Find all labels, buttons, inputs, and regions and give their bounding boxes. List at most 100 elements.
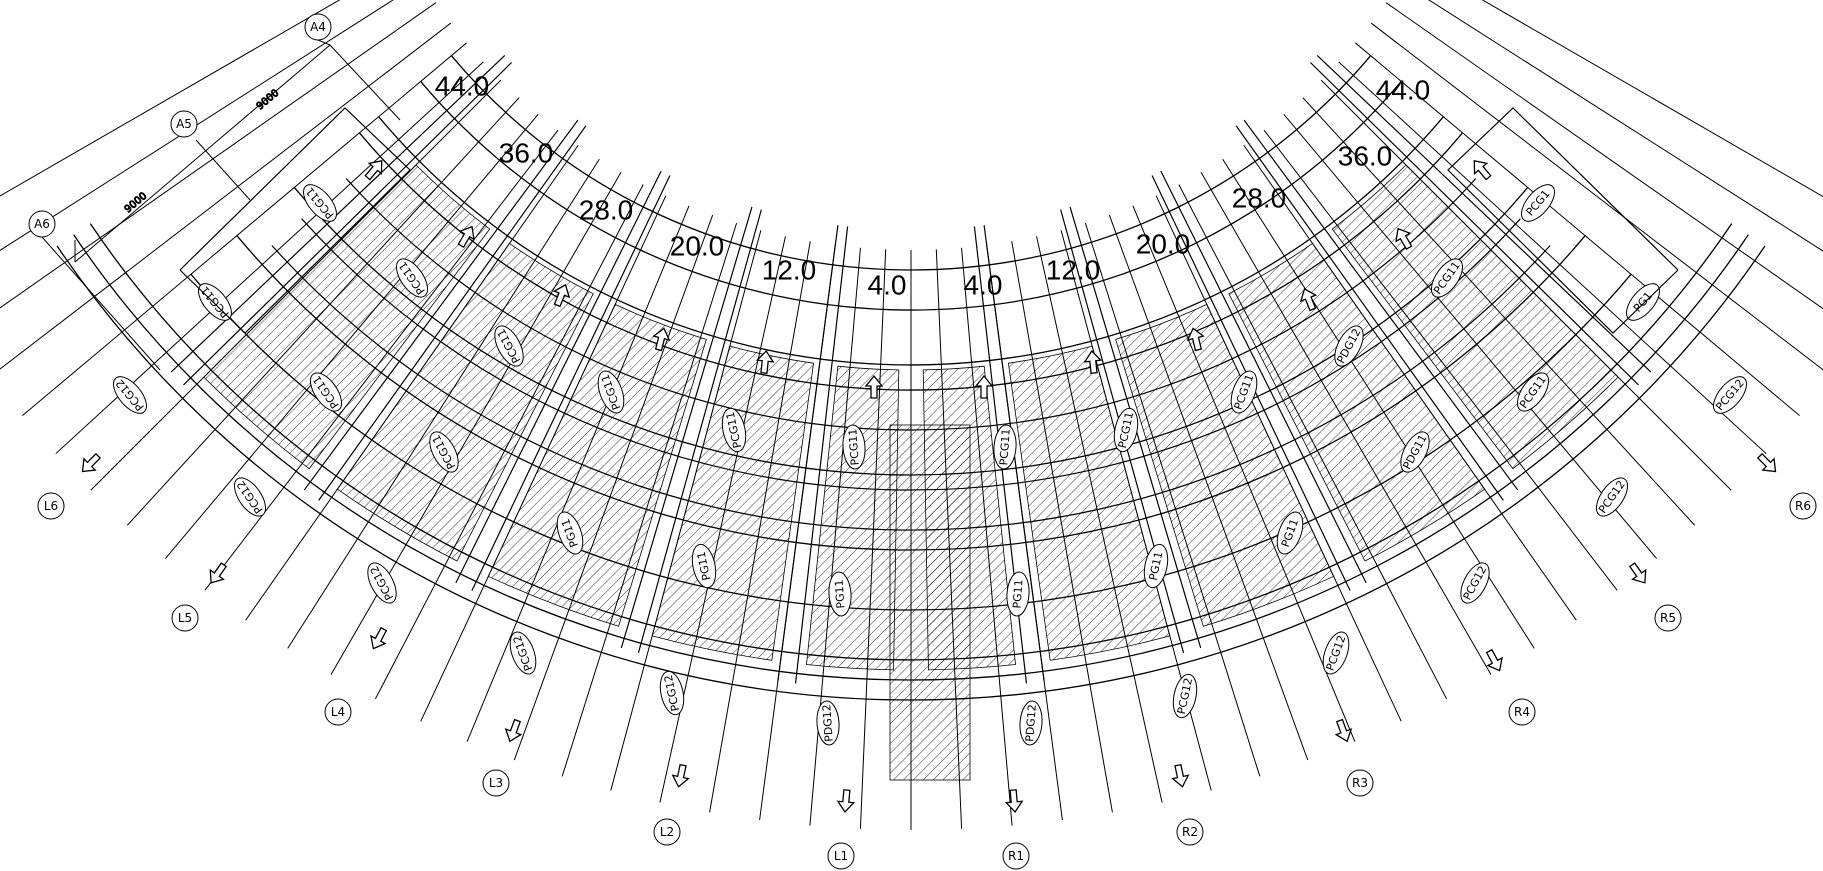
radial-gridline xyxy=(466,205,690,742)
down-arrow-icon xyxy=(1334,718,1353,743)
up-arrow-icon xyxy=(1473,160,1492,181)
radial-gridline xyxy=(0,2,437,309)
dimension-label: 9000 xyxy=(255,88,282,113)
axis-value-label: 28.0 xyxy=(1232,182,1287,213)
member-tag: PCG12 xyxy=(1172,673,1198,719)
up-arrow-icon xyxy=(552,283,571,308)
up-arrow-icon xyxy=(1083,350,1103,374)
up-arrow-icon xyxy=(755,350,775,374)
member-tag: PG11 xyxy=(1276,511,1304,555)
grid-bubble-label: A5 xyxy=(176,117,192,131)
grid-bubble: A6 xyxy=(28,210,56,238)
parapet-box xyxy=(179,107,1679,334)
down-arrow-icon xyxy=(1485,648,1503,672)
axis-value-label: 20.0 xyxy=(670,230,725,261)
grid-bubble: A4 xyxy=(304,13,332,41)
grid-bubble: R1 xyxy=(1002,842,1030,870)
member-tag: PCG12 xyxy=(233,477,267,517)
up-arrow-icon xyxy=(364,160,383,181)
member-tag: PG11 xyxy=(691,543,717,589)
beam-line xyxy=(455,170,662,584)
grid-bubble-label: R6 xyxy=(1795,499,1811,513)
member-tags: PCG11PCG11PCG12PCG11PCG11PCG12PCG11PCG11… xyxy=(113,184,1747,746)
radial-gridline xyxy=(245,144,579,621)
member-tag: PG11 xyxy=(1006,571,1030,617)
dimension-label: 9000 xyxy=(123,191,150,216)
grid-bubble-label: L3 xyxy=(489,776,503,790)
member-tag: PCG12 xyxy=(1713,376,1747,414)
grid-bubble: R5 xyxy=(1654,604,1682,632)
up-arrow-icon xyxy=(457,225,475,249)
down-arrow-icon xyxy=(1004,789,1024,813)
beam-line xyxy=(183,62,513,386)
radial-gridline xyxy=(1200,172,1492,675)
down-arrow-icon xyxy=(836,789,856,813)
beam-line xyxy=(471,175,671,591)
grid-bubble-label: A6 xyxy=(34,217,50,231)
grid-bubble: L1 xyxy=(827,842,855,870)
member-tag-label: PG11 xyxy=(1010,579,1025,609)
axis-value-label: 36.0 xyxy=(499,137,554,168)
member-tag: PCG12 xyxy=(509,631,537,675)
member-tag-label: PG11 xyxy=(695,550,714,581)
member-tag: PG11 xyxy=(828,571,852,617)
axis-value-label: 12.0 xyxy=(762,254,817,285)
axis-value-label: 28.0 xyxy=(579,194,634,225)
hatched-slab xyxy=(889,424,971,781)
grid-bubble: L6 xyxy=(37,492,65,520)
radial-gridline xyxy=(1338,61,1767,455)
radial-gridline xyxy=(561,223,738,777)
radial-gridline xyxy=(0,0,341,197)
member-tag: PDG12 xyxy=(1019,700,1043,746)
radial-gridline xyxy=(513,214,714,761)
up-arrow-icon xyxy=(1395,227,1413,251)
down-arrow-icon xyxy=(1628,562,1647,584)
radial-gridline xyxy=(1354,42,1800,417)
beam-line xyxy=(1235,125,1504,501)
beam-line xyxy=(1243,119,1519,491)
member-tag-label: PG11 xyxy=(832,579,847,609)
grid-bubble-label: R2 xyxy=(1182,825,1198,839)
arc-line xyxy=(450,55,1372,271)
radial-gridline xyxy=(859,249,887,829)
down-arrow-icon xyxy=(1756,452,1777,473)
down-arrow-icon xyxy=(209,562,228,584)
radial-gridline xyxy=(1263,129,1618,591)
radial-gridline xyxy=(709,241,811,813)
cross-beam xyxy=(301,218,1521,491)
grid-bubble: R3 xyxy=(1346,769,1374,797)
grid-bubble: L4 xyxy=(324,698,352,726)
grid-bubble: L5 xyxy=(171,604,199,632)
member-tag: PCG12 xyxy=(1460,562,1490,604)
member-tag: PCG12 xyxy=(113,376,147,414)
grid-bubble: L3 xyxy=(482,769,510,797)
radial-gridline xyxy=(1178,184,1448,700)
grid-bubble-label: L5 xyxy=(178,611,192,625)
radial-gridline xyxy=(1132,205,1356,742)
member-tag: PCG11 xyxy=(721,407,747,453)
beam-line xyxy=(1160,170,1367,584)
beam-line xyxy=(1316,55,1652,373)
grid-bubble-label: L2 xyxy=(660,825,674,839)
radial-gridline xyxy=(0,0,394,251)
radial-gridline xyxy=(0,22,452,370)
dimension-line xyxy=(74,44,331,263)
radial-gridline xyxy=(961,247,1013,826)
radial-gridline xyxy=(164,113,539,559)
radial-gridlines xyxy=(0,0,1823,830)
axis-value-label: 36.0 xyxy=(1338,140,1393,171)
down-arrow-icon xyxy=(671,763,690,788)
radial-gridline xyxy=(90,79,502,491)
up-arrow-icon xyxy=(864,374,884,399)
member-tag-label: PG11 xyxy=(1147,550,1166,581)
member-tag: PCG12 xyxy=(1595,477,1629,517)
radial-gridline xyxy=(935,249,963,829)
member-tag: PG11 xyxy=(556,511,584,555)
axis-value-label: 44.0 xyxy=(1376,74,1431,105)
beam-line xyxy=(794,226,849,684)
member-tag-label: PDG12 xyxy=(820,704,836,742)
radial-gridline xyxy=(1108,214,1309,761)
axis-value-label: 4.0 xyxy=(868,269,907,300)
radial-gridline xyxy=(610,230,762,791)
